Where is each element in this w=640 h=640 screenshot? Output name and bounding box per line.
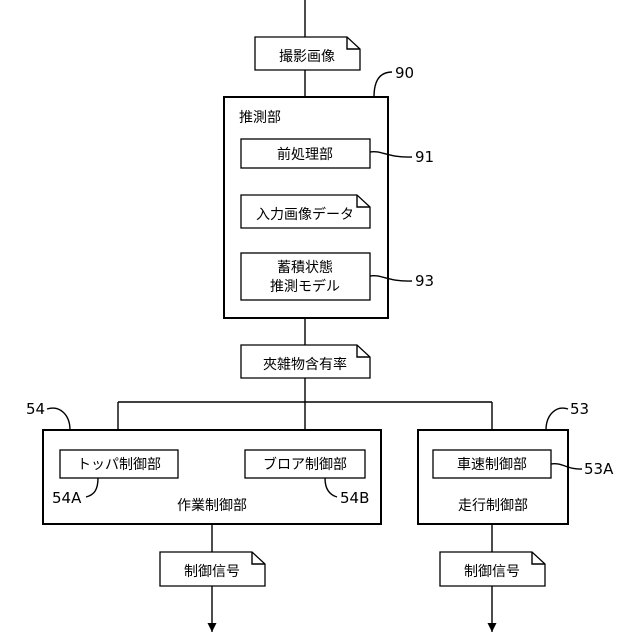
travel-control-unit-label: 走行制御部 (458, 498, 528, 514)
work-control-unit-label: 作業制御部 (177, 498, 247, 514)
foreign-matter-ratio-label: 夾雑物含有率 (263, 356, 347, 373)
input-image-data-node: 入力画像データ (241, 195, 370, 228)
preprocessing-unit-node: 前処理部 (241, 139, 370, 168)
leader-54 (47, 408, 70, 430)
vehicle-speed-control-unit-label: 車速制御部 (457, 456, 527, 473)
input-image-data-label: 入力画像データ (256, 206, 354, 223)
captured-image-label: 撮影画像 (279, 48, 335, 65)
control-signal-right-label: 制御信号 (464, 564, 520, 580)
leader-90 (374, 72, 392, 97)
ref-93: 93 (415, 272, 434, 290)
estimation-model-label-line2: 推測モデル (270, 278, 340, 295)
ref-54B: 54B (340, 489, 369, 507)
vehicle-speed-control-unit-node: 車速制御部 (433, 450, 551, 478)
blower-control-unit-label: ブロア制御部 (263, 456, 347, 473)
captured-image-node: 撮影画像 (255, 37, 360, 70)
control-signal-left-label: 制御信号 (184, 564, 240, 580)
control-signal-left-node: 制御信号 (160, 552, 265, 586)
hopper-control-unit-node: トッパ制御部 (60, 450, 178, 478)
ref-53A: 53A (584, 460, 614, 478)
leader-53 (546, 408, 568, 430)
estimation-model-node: 蓄積状態 推測モデル (241, 253, 370, 300)
ref-90: 90 (395, 64, 414, 82)
hopper-control-unit-label: トッパ制御部 (77, 457, 161, 473)
estimation-unit-label: 推測部 (239, 110, 281, 126)
ref-91: 91 (415, 148, 434, 166)
ref-54: 54 (26, 400, 45, 418)
blower-control-unit-node: ブロア制御部 (245, 450, 365, 478)
foreign-matter-ratio-node: 夾雑物含有率 (241, 345, 370, 378)
ref-53: 53 (570, 400, 589, 418)
ref-54A: 54A (52, 489, 82, 507)
control-signal-right-node: 制御信号 (440, 552, 545, 586)
preprocessing-unit-label: 前処理部 (277, 146, 333, 163)
estimation-model-label-line1: 蓄積状態 (277, 260, 333, 276)
